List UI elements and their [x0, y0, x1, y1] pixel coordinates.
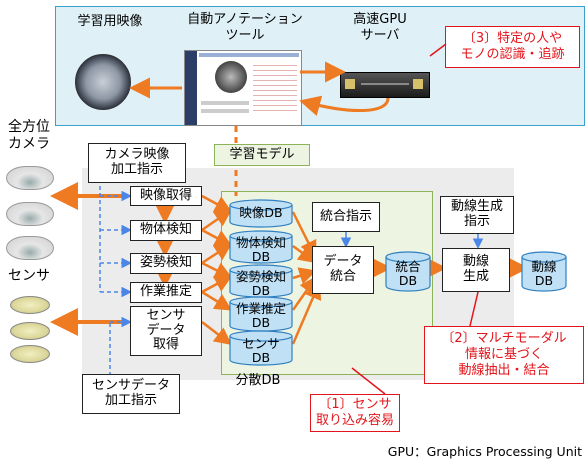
flowline-generation-box: 動線 生成 — [442, 248, 510, 292]
integrated-db: 統合 DB — [395, 259, 421, 288]
sensor-icon — [10, 322, 50, 340]
camera-icon — [6, 236, 54, 260]
object-detection-db: 物体検知 DB — [235, 235, 286, 264]
sensor-db: センサ DB — [242, 336, 280, 365]
data-integration-box: データ 統合 — [312, 246, 374, 294]
training-video-label: 学習用映像 — [77, 14, 143, 29]
integration-instruction-box: 統合指示 — [312, 202, 380, 232]
pose-detection-db: 姿勢検知 DB — [235, 269, 286, 298]
learning-model-label: 学習モデル — [214, 144, 310, 166]
sensor-data-acquisition-box: センサ データ 取得 — [130, 306, 202, 356]
note-1: 〔1〕センサ 取り込み容易 — [310, 394, 400, 432]
gpu-server-image — [340, 72, 430, 98]
footnote: GPU：Graphics Processing Unit — [387, 444, 582, 459]
annotation-tool-screenshot — [184, 50, 302, 126]
work-estimation-db: 作業推定 DB — [235, 301, 286, 330]
flowline-instruction-box: 動線生成 指示 — [440, 196, 514, 234]
pose-detection-box: 姿勢検知 — [130, 253, 202, 274]
camera-icon — [6, 202, 54, 226]
video-acquisition-box: 映像取得 — [130, 186, 202, 206]
annotation-tool-label: 自動アノテーション ツール — [187, 12, 303, 43]
camera-processing-instruction: カメラ映像 加工指示 — [88, 143, 186, 183]
fisheye-image — [75, 54, 131, 110]
flowline-db: 動線 DB — [531, 259, 557, 288]
distributed-db-label: 分散DB — [235, 373, 281, 388]
work-estimation-box: 作業推定 — [130, 282, 202, 303]
camera-label: 全方位 カメラ — [8, 119, 50, 152]
sensor-processing-instruction: センサデータ 加工指示 — [82, 374, 180, 414]
gpu-server-label: 高速GPU サーバ — [353, 12, 407, 43]
video-db: 映像DB — [239, 205, 283, 220]
sensor-icon — [10, 345, 50, 363]
note-2: 〔2〕マルチモーダル 情報に基づく 動線抽出・結合 — [424, 326, 584, 384]
note-3: 〔3〕特定の人や モノの認識・追跡 — [445, 26, 580, 68]
sensor-icon — [10, 296, 50, 314]
object-detection-box: 物体検知 — [130, 220, 202, 241]
sensor-label: センサ — [8, 268, 50, 284]
camera-icon — [6, 166, 54, 190]
